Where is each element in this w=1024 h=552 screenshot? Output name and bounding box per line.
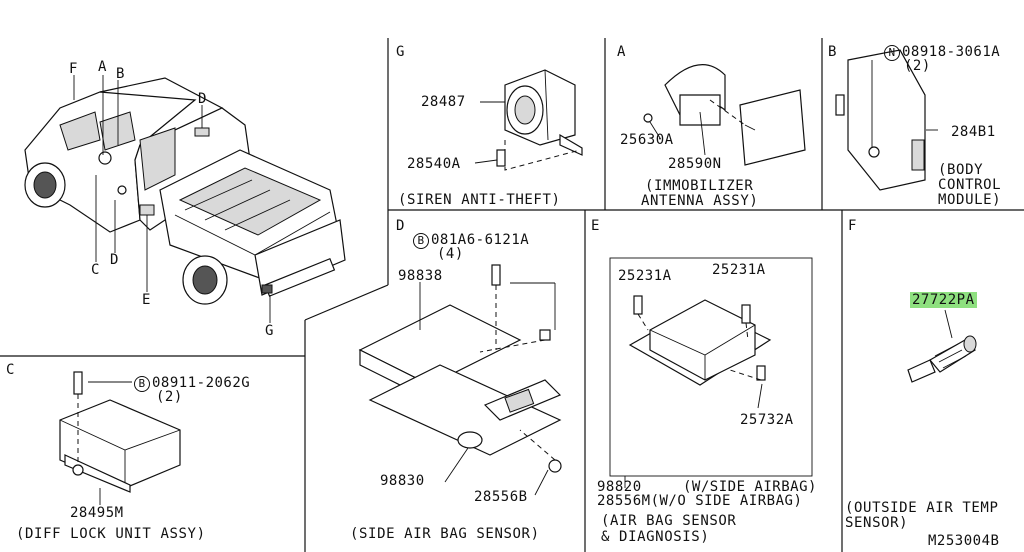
bolt-ref-circle: B [134, 376, 150, 392]
section-c-caption: (DIFF LOCK UNIT ASSY) [16, 526, 206, 542]
bolt-qty-c: (2) [156, 389, 183, 405]
section-b-caption-line3: MODULE) [938, 192, 1002, 208]
part-number-25231a-left[interactable]: 25231A [618, 268, 672, 284]
section-e-caption-line2: & DIAGNOSIS) [601, 529, 710, 545]
part-number-28556m-code: 28556M [597, 493, 651, 509]
part-number-28540a[interactable]: 28540A [407, 156, 461, 172]
part-98820-note: (W/SIDE AIRBAG) [683, 479, 817, 495]
outside-air-temp-sensor-drawing [907, 309, 977, 383]
callout-d-top: D [198, 91, 207, 107]
section-a-caption-line1: (IMMOBILIZER [645, 178, 754, 194]
section-g-caption: (SIREN ANTI-THEFT) [398, 192, 561, 208]
siren-drawing [474, 69, 583, 171]
bolt-code: 08918-3061A [902, 44, 1001, 60]
immobilizer-drawing [643, 64, 806, 166]
section-g-letter: G [396, 44, 405, 60]
section-f-letter: F [848, 218, 857, 234]
section-a-caption-line2: ANTENNA ASSY) [641, 193, 759, 209]
bolt-qty-b: (2) [904, 58, 931, 74]
part-28556m-note: (W/O SIDE AIRBAG) [650, 493, 803, 509]
callout-d-bottom: D [110, 252, 119, 268]
callout-e: E [142, 292, 151, 308]
diagram-reference-id: M253004B [928, 533, 1000, 549]
section-e-letter: E [591, 218, 600, 234]
callout-a: A [98, 59, 107, 75]
section-b-letter: B [828, 44, 837, 60]
part-number-25732a[interactable]: 25732A [740, 412, 794, 428]
section-a-letter: A [617, 44, 626, 60]
part-number-98820[interactable]: 98820 [597, 479, 642, 495]
bolt-ref-circle: B [413, 233, 429, 249]
airbag-diagnosis-drawing [609, 257, 813, 488]
section-b-caption-line2: CONTROL [938, 177, 1002, 193]
callout-c: C [91, 262, 100, 278]
section-c-letter: C [6, 362, 15, 378]
part-number-28495m[interactable]: 28495M [70, 505, 124, 521]
panel-dividers [0, 38, 1024, 552]
part-number-98838[interactable]: 98838 [398, 268, 443, 284]
part-number-25231a-right[interactable]: 25231A [712, 262, 766, 278]
section-e-caption-line1: (AIR BAG SENSOR [601, 513, 737, 529]
body-control-module-drawing [835, 49, 938, 191]
callout-f: F [69, 61, 78, 77]
part-number-25630a[interactable]: 25630A [620, 132, 674, 148]
section-d-letter: D [396, 218, 405, 234]
truck-illustration [24, 75, 346, 323]
callout-g: G [265, 323, 274, 339]
section-f-caption-line2: SENSOR) [845, 515, 909, 531]
bolt-code: 081A6-6121A [431, 232, 530, 248]
section-f-caption-line1: (OUTSIDE AIR TEMP [845, 500, 999, 516]
part-number-284b1[interactable]: 284B1 [951, 124, 996, 140]
diff-lock-unit-drawing [59, 371, 181, 505]
section-b-caption-line1: (BODY [938, 162, 984, 178]
part-number-98830[interactable]: 98830 [380, 473, 425, 489]
side-airbag-sensor-drawing [358, 264, 562, 496]
section-d-caption: (SIDE AIR BAG SENSOR) [350, 526, 540, 542]
part-number-27722pa-highlighted[interactable]: 27722PA [910, 292, 977, 308]
callout-b: B [116, 66, 125, 82]
part-number-28556m[interactable]: 28556M(W/O SIDE AIRBAG) [597, 493, 802, 509]
bolt-qty-d: (4) [437, 246, 464, 262]
bolt-ref-circle: N [884, 45, 900, 61]
bolt-code: 08911-2062G [152, 375, 251, 391]
part-number-28556b[interactable]: 28556B [474, 489, 528, 505]
part-number-28590n[interactable]: 28590N [668, 156, 722, 172]
part-number-28487[interactable]: 28487 [421, 94, 466, 110]
